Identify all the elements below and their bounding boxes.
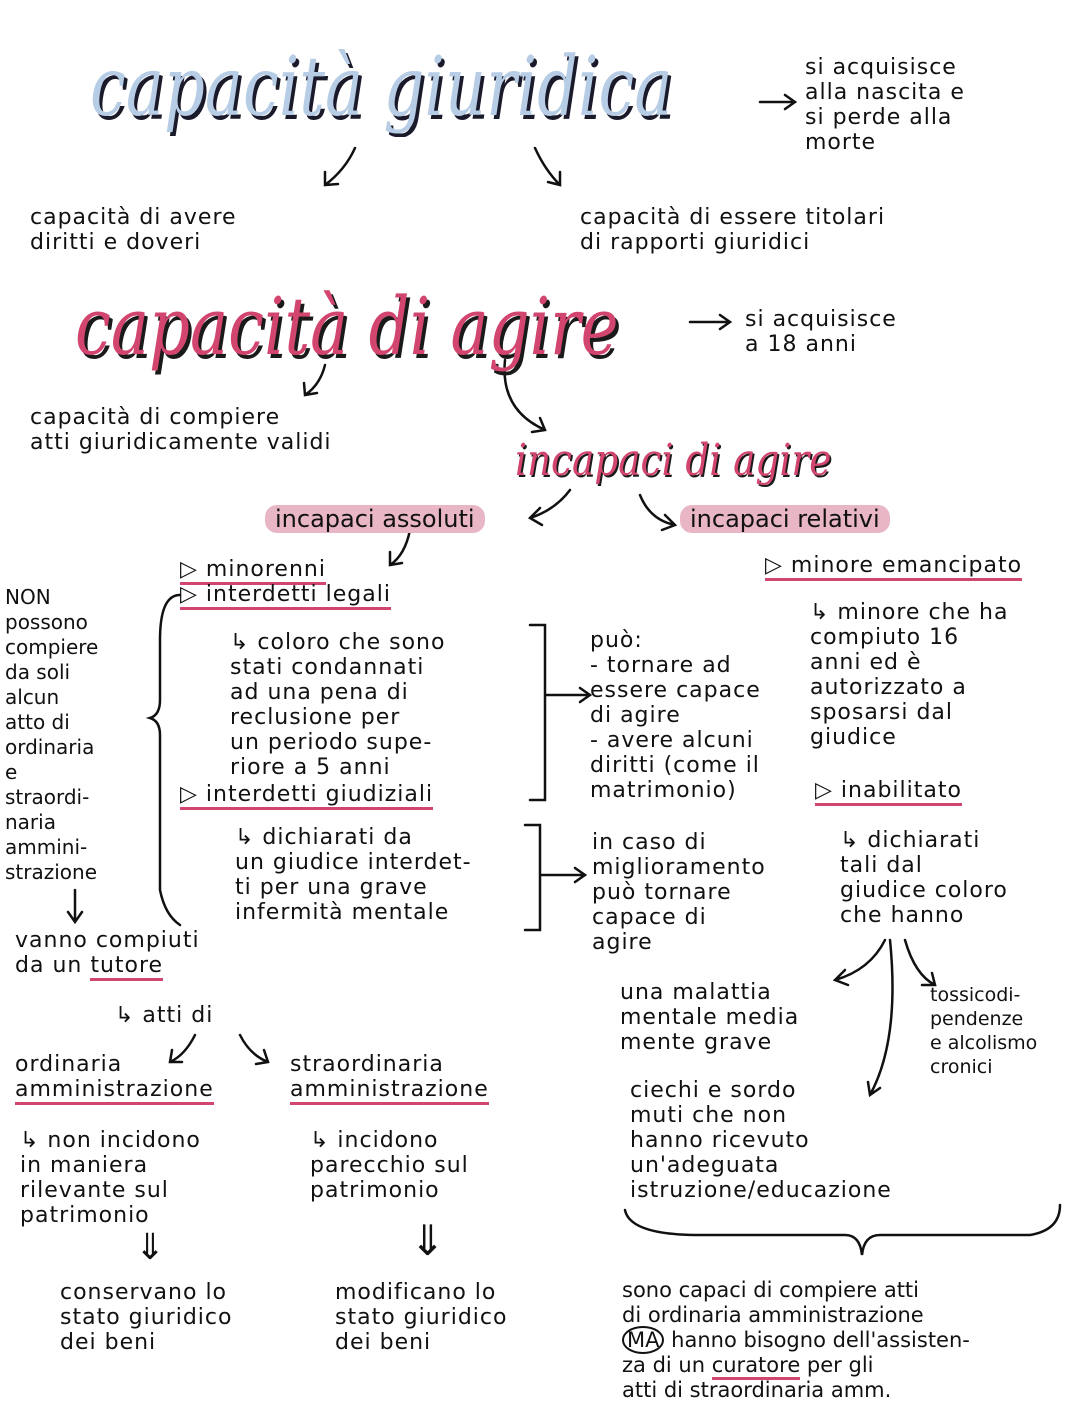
capacita-titolari-text: capacità di essere titolari di rapporti … xyxy=(580,205,886,255)
interdetti-giudiziali-item: ▷ interdetti giudiziali xyxy=(180,782,434,810)
arrow-icon xyxy=(503,358,547,434)
minorenni-item: ▷ minorenni xyxy=(180,557,326,585)
arrow-icon xyxy=(832,938,887,987)
arrow-icon xyxy=(638,493,678,532)
brace-icon xyxy=(145,593,182,927)
arrow-icon xyxy=(527,488,572,527)
non-possono-note: NON possono compiere da soli alcun atto … xyxy=(5,585,99,884)
arrow-icon xyxy=(758,93,798,111)
bracket-icon xyxy=(523,823,588,932)
ma-circled: MA xyxy=(622,1326,665,1354)
atti-di: ↳ atti di xyxy=(115,1003,214,1028)
interdetti-legali-desc: ↳ coloro che sono stati condannati ad un… xyxy=(230,630,446,780)
straordinaria-amministrazione: straordinaria amministrazione xyxy=(290,1052,489,1105)
incapaci-assoluti-label: incapaci assoluti xyxy=(265,505,485,533)
arrow-icon xyxy=(238,1033,270,1066)
bracket-icon xyxy=(528,623,593,802)
arrow-icon xyxy=(903,938,937,987)
arrow-icon xyxy=(688,313,733,331)
18-anni-note: si acquisisce a 18 anni xyxy=(745,307,897,357)
minore-emancipato-desc: ↳ minore che ha compiuto 16 anni ed è au… xyxy=(810,600,1009,750)
ordinaria-result: conservano lo stato giuridico dei beni xyxy=(60,1280,233,1355)
ordinaria-desc: ↳ non incidono in maniera rilevante sul … xyxy=(20,1128,201,1228)
double-arrow-down-icon: ⇓ xyxy=(410,1216,447,1265)
tutore-text: vanno compiuti da un xyxy=(15,928,200,978)
curatore-word: curatore xyxy=(711,1353,801,1380)
puo-note: può: - tornare ad essere capace di agire… xyxy=(590,628,761,803)
double-arrow-down-icon: ⇓ xyxy=(135,1227,167,1268)
brace-icon xyxy=(623,1203,1062,1256)
interdetti-legali-row: ▷ interdetti legali xyxy=(180,582,391,610)
title-capacita-giuridica: capacità giuridica xyxy=(90,40,673,135)
conclusione-text: hanno bisogno dell'assisten- za di un xyxy=(622,1328,970,1377)
capacita-avere-text: capacità di avere diritti e doveri xyxy=(30,205,237,255)
straordinaria-desc: ↳ incidono parecchio sul patrimonio xyxy=(310,1128,469,1203)
inabilitato-desc: ↳ dichiarati tali dal giudice coloro che… xyxy=(840,828,1008,928)
malattia-mentale: una malattia mentale media mente grave xyxy=(620,980,800,1055)
arrow-icon xyxy=(533,146,562,187)
arrow-icon xyxy=(323,146,357,187)
title-capacita-agire: capacità di agire xyxy=(75,280,619,373)
capacita-agire-definition: capacità di compiere atti giuridicamente… xyxy=(30,405,332,455)
interdetti-legali-item: ▷ interdetti legali xyxy=(180,582,391,610)
minore-emancipato-item: ▷ minore emancipato xyxy=(765,553,1023,581)
inabilitato-row: ▷ inabilitato xyxy=(815,778,962,806)
title-incapaci-agire: incapaci di agire xyxy=(515,435,832,486)
arrow-icon xyxy=(302,363,327,397)
conclusione-relativi: sono capaci di compiere atti di ordinari… xyxy=(622,1278,970,1403)
interdetti-giudiziali-desc: ↳ dichiarati da un giudice interdet- ti … xyxy=(235,825,472,925)
tossicodipendenze: tossicodi- pendenze e alcolismo cronici xyxy=(930,984,1038,1078)
conclusione-text: per gli atti di straordinaria amm. xyxy=(622,1353,892,1402)
tutore-note: vanno compiuti da un tutore xyxy=(15,928,200,981)
inabilitato-item: ▷ inabilitato xyxy=(815,778,962,806)
straordinaria-result: modificano lo stato giuridico dei beni xyxy=(335,1280,508,1355)
miglioramento-note: in caso di miglioramento può tornare cap… xyxy=(592,830,766,955)
incapaci-relativi-label: incapaci relativi xyxy=(680,505,890,533)
ciechi-sordomuti: ciechi e sordo muti che non hanno ricevu… xyxy=(630,1078,892,1203)
arrow-icon xyxy=(168,1033,197,1064)
minore-emancipato-row: ▷ minore emancipato xyxy=(765,553,1023,581)
arrow-icon xyxy=(388,528,412,567)
ordinaria-amministrazione: ordinaria amministrazione xyxy=(15,1052,214,1105)
arrow-icon xyxy=(66,888,84,925)
minorenni-row: ▷ minorenni xyxy=(180,557,326,585)
conclusione-text: sono capaci di compiere atti di ordinari… xyxy=(622,1278,924,1327)
arrow-icon xyxy=(866,938,894,1098)
nascita-note: si acquisisce alla nascita e si perde al… xyxy=(805,55,965,155)
tutore-word: tutore xyxy=(90,953,164,981)
interdetti-giudiziali-row: ▷ interdetti giudiziali xyxy=(180,782,434,810)
